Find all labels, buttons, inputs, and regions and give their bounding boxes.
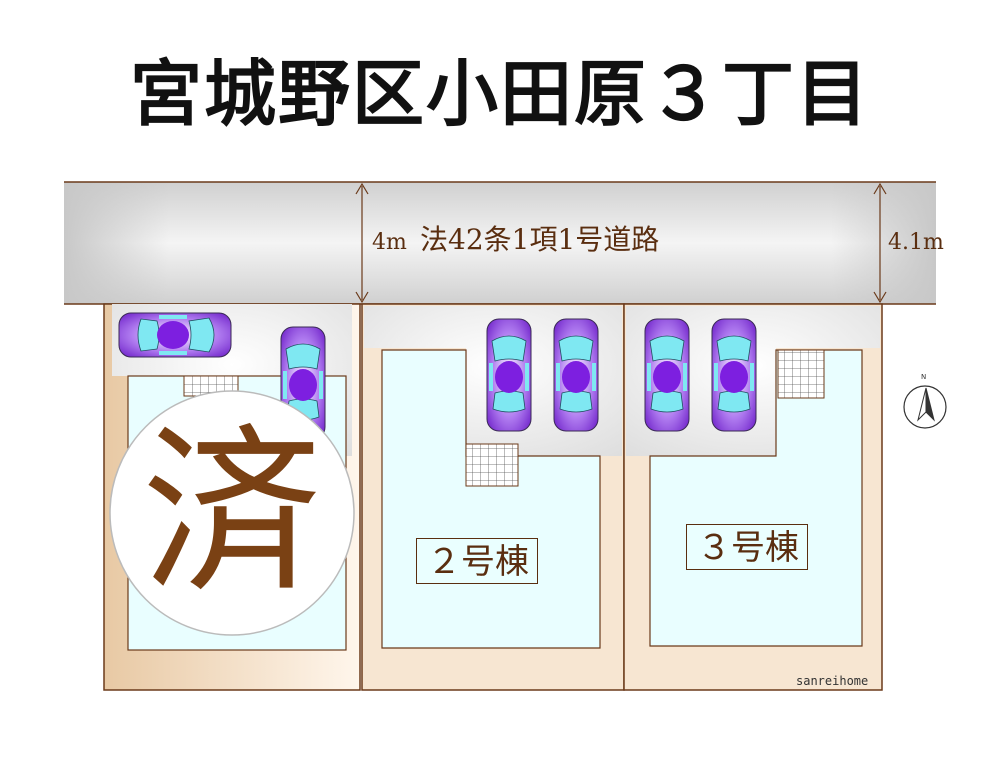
compass-letter: N bbox=[921, 373, 927, 381]
lot-3 bbox=[623, 303, 883, 691]
car-icon bbox=[644, 318, 690, 432]
entrance-steps-icon bbox=[465, 443, 519, 487]
road-width-right: 4.1m bbox=[888, 230, 944, 255]
sold-mark: 済 bbox=[141, 409, 322, 618]
road-width-arrow-left bbox=[355, 182, 369, 304]
road bbox=[64, 181, 936, 305]
lot-3-label: ３号棟 bbox=[686, 524, 808, 570]
north-arrow-icon bbox=[903, 385, 947, 429]
page-title: 宮城野区小田原３丁目 bbox=[129, 52, 870, 136]
road-width-left: 4m bbox=[372, 230, 407, 255]
road-width-arrow-right bbox=[873, 182, 887, 304]
road-label: 法42条1項1号道路 bbox=[420, 223, 660, 256]
credit-text: sanreihome bbox=[796, 674, 869, 688]
car-icon bbox=[118, 312, 232, 358]
car-icon bbox=[553, 318, 599, 432]
car-icon bbox=[711, 318, 757, 432]
sold-badge bbox=[109, 390, 355, 636]
lot-2-label: ２号棟 bbox=[416, 538, 538, 584]
entrance-steps-icon bbox=[777, 349, 825, 399]
car-icon bbox=[486, 318, 532, 432]
